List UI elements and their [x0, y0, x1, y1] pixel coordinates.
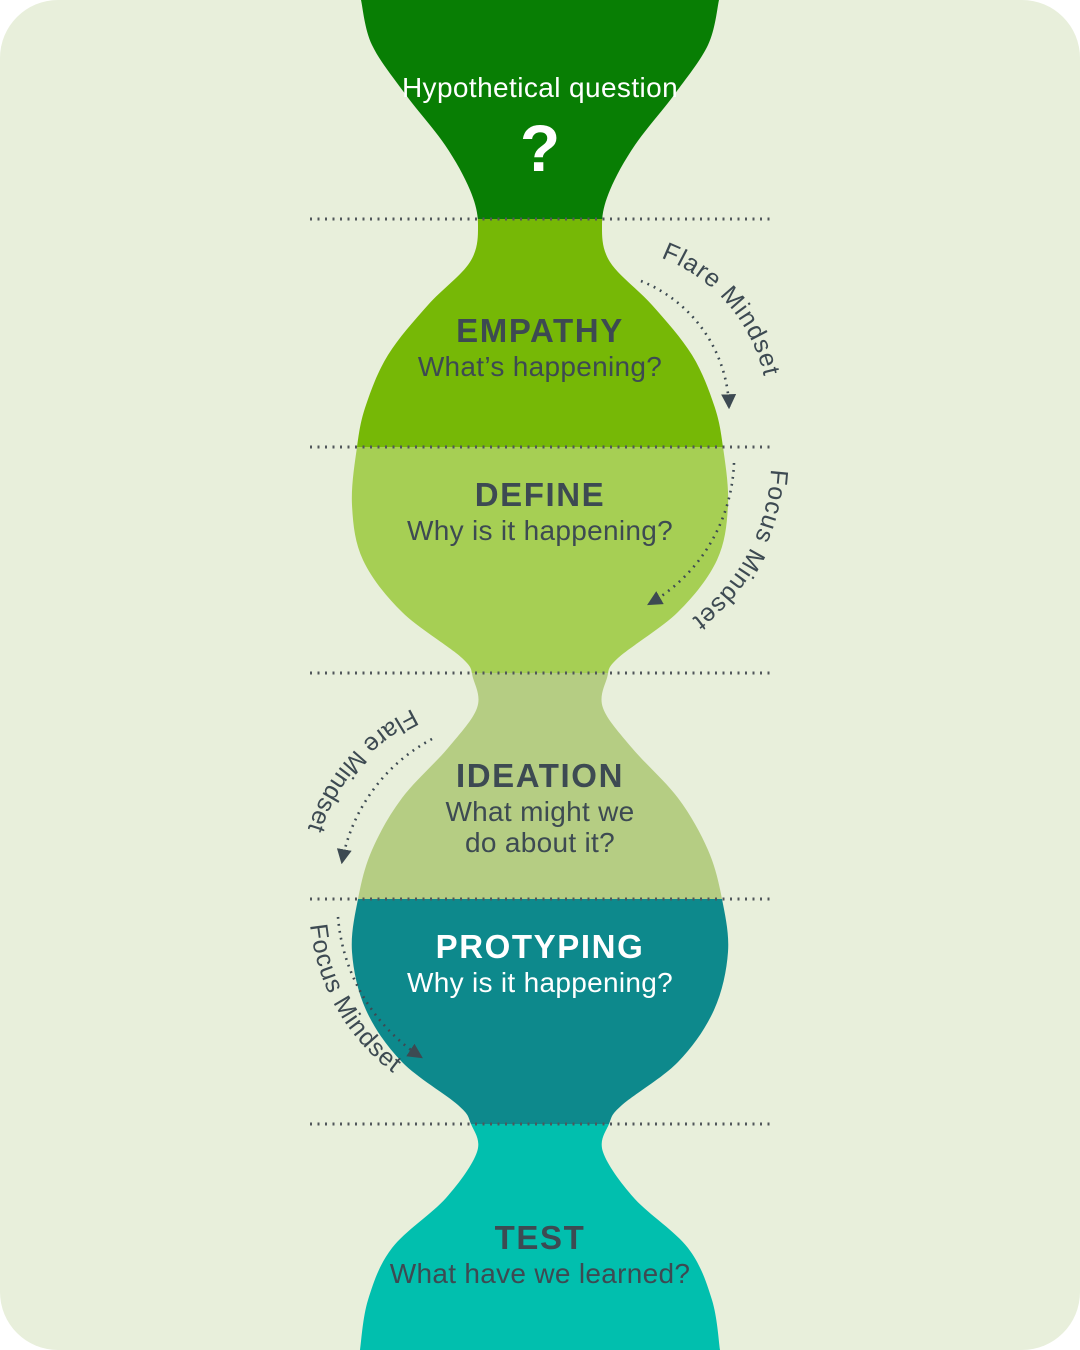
stage-shape-test	[360, 1124, 720, 1350]
mindset-arrows	[336, 279, 737, 1059]
stage-shapes	[351, 0, 729, 1350]
divider-lines	[310, 217, 770, 1126]
stage-shape-prototyping	[351, 899, 729, 1124]
stage-shape-define	[351, 447, 729, 673]
focus-mindset-arrow-icon-2	[336, 916, 423, 1059]
focus-mindset-arrow-icon-1	[647, 462, 736, 606]
stage-shape-question	[361, 0, 719, 219]
stage-shape-empathy	[357, 219, 723, 447]
stage-shape-ideation	[358, 673, 722, 899]
